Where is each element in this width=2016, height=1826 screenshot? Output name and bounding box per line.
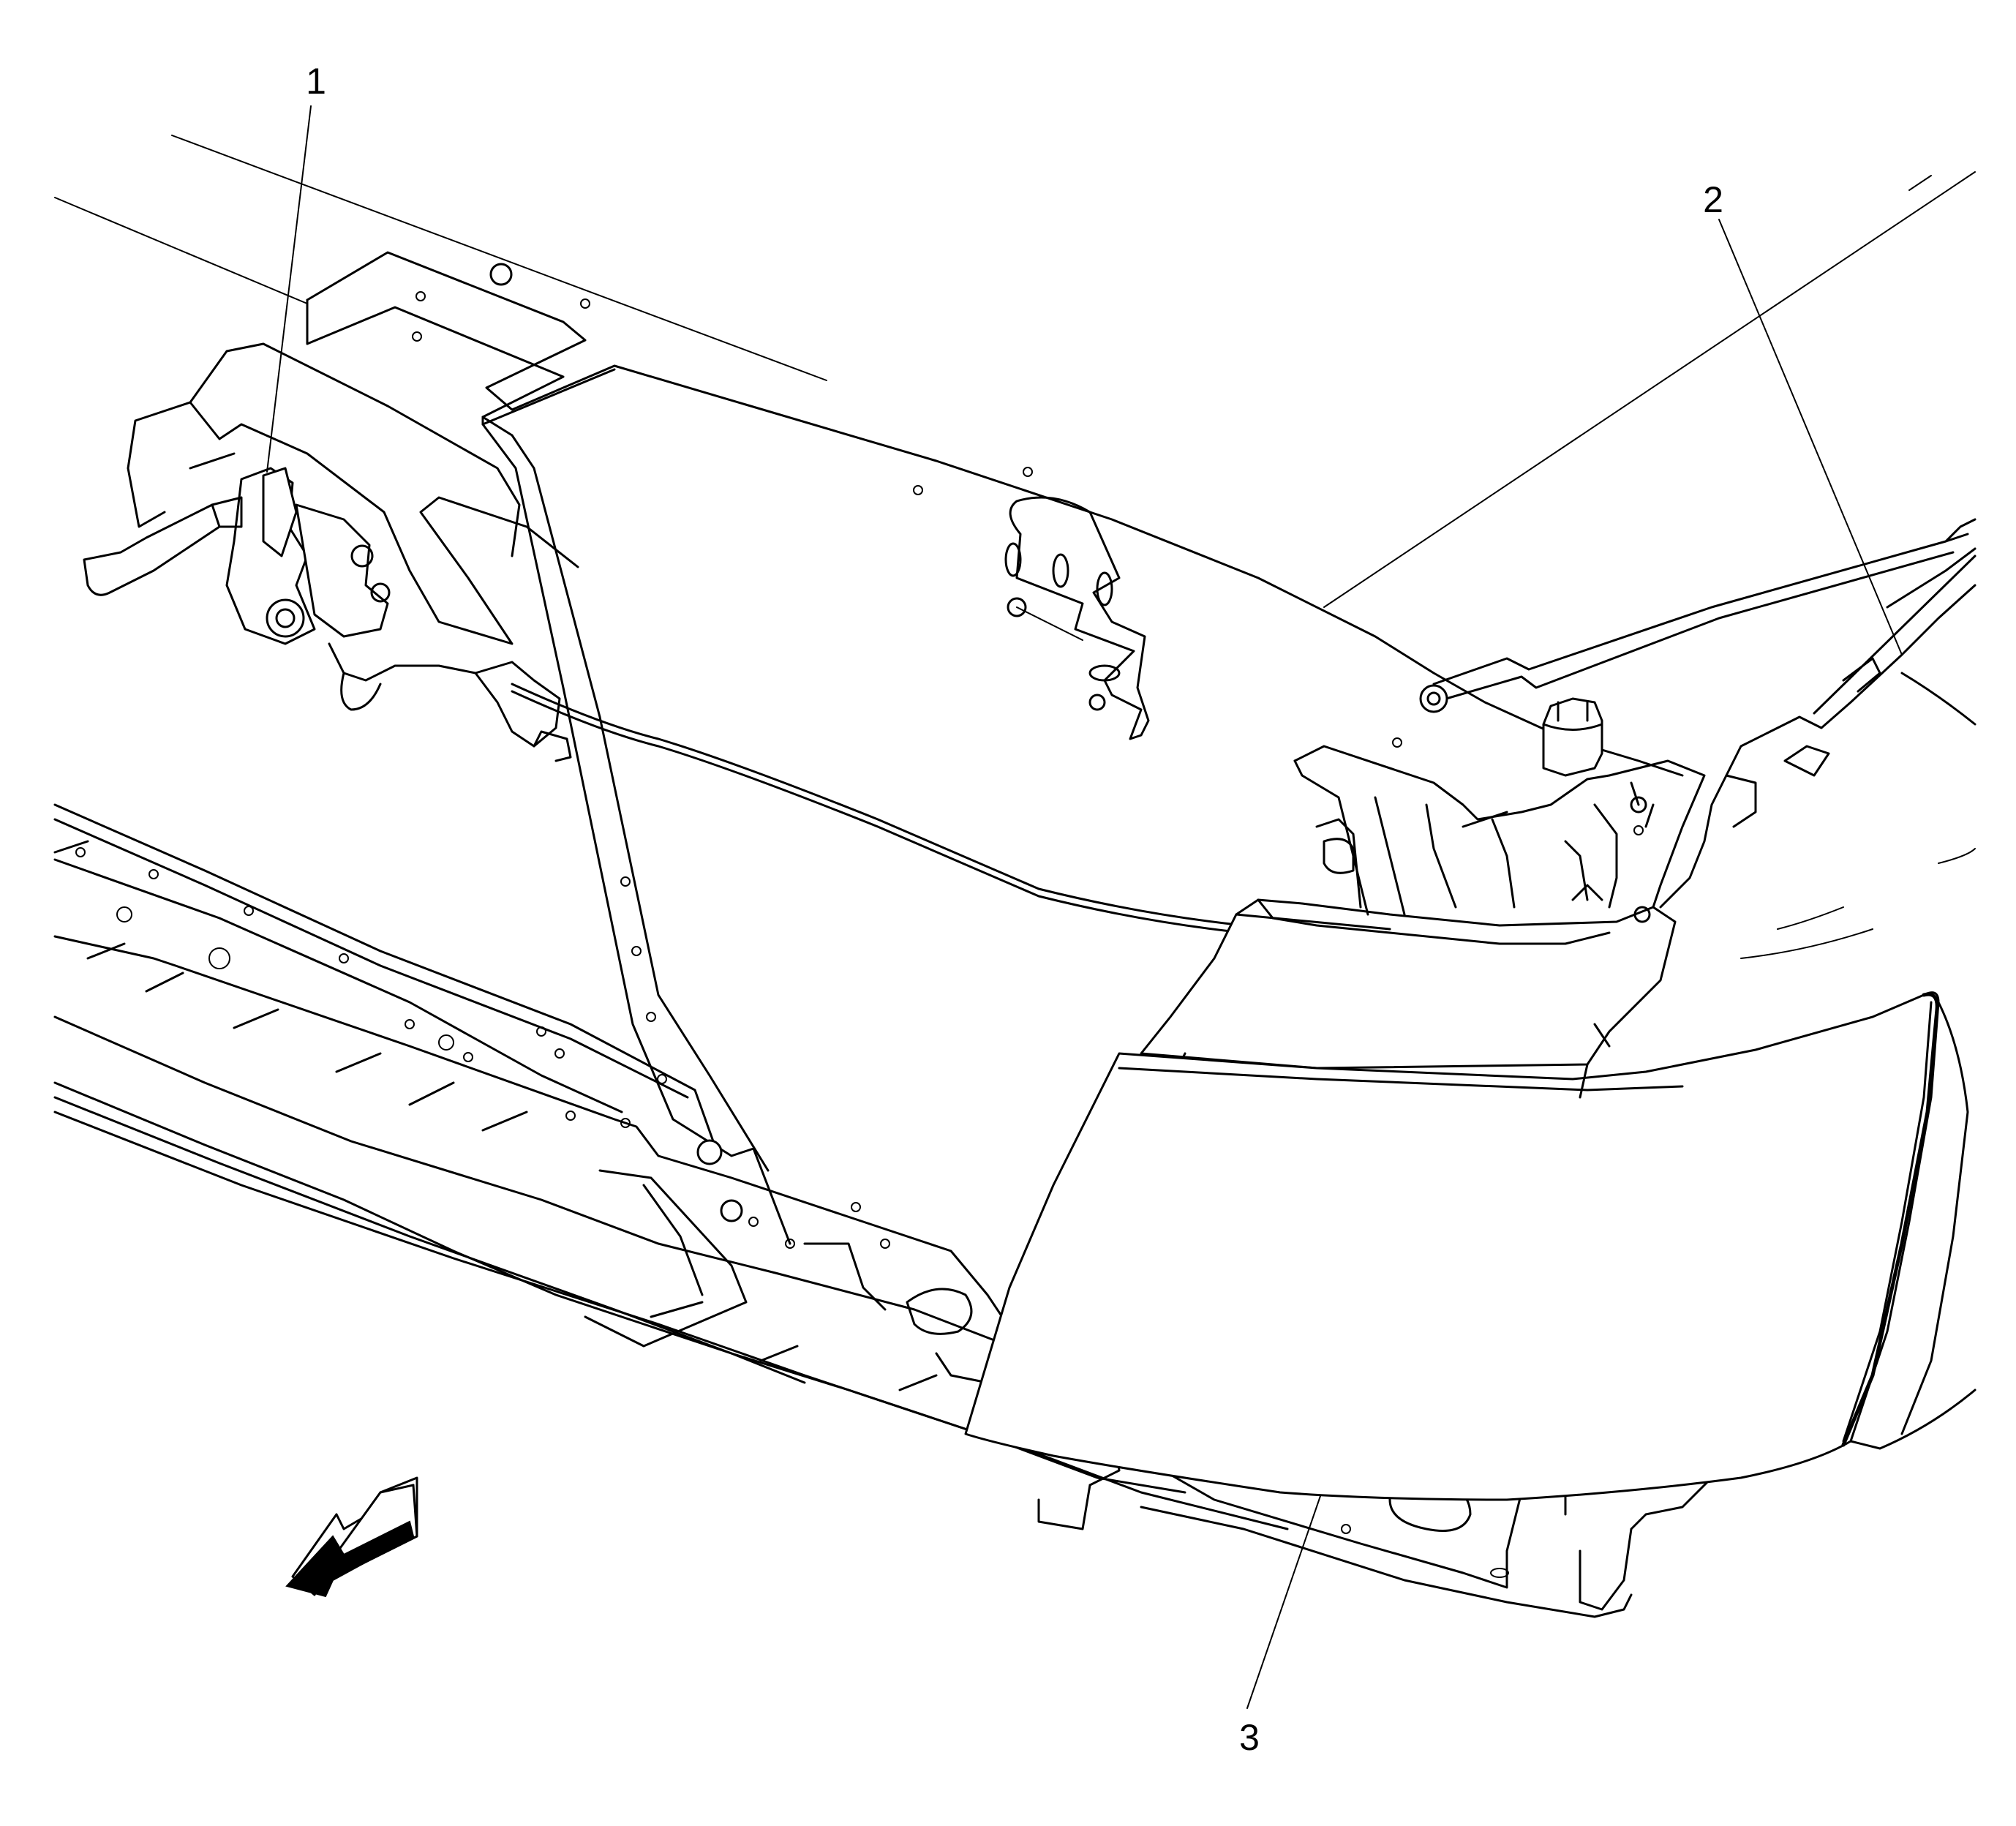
fascia-right <box>1419 518 1976 1450</box>
headlamp-assembly <box>964 898 1940 1501</box>
latch-harness <box>474 661 1245 934</box>
callout-1: 1 <box>306 61 326 102</box>
hood-latch-assembly <box>83 342 579 711</box>
callout-2: 2 <box>1703 179 1723 220</box>
callout-2-leader <box>1718 219 1903 655</box>
radiator-support-upper <box>306 251 1684 835</box>
callout-leaders <box>266 105 1903 1709</box>
engine-compartment <box>1293 697 1706 923</box>
latch-center-bracket <box>1004 496 1150 740</box>
callout-3-leader <box>1246 1495 1321 1709</box>
radiator-support-post <box>481 423 791 1245</box>
callout-3: 3 <box>1239 1717 1260 1758</box>
hood-outline <box>54 135 1976 608</box>
callout-1-leader <box>266 105 312 473</box>
front-direction-arrow-icon <box>285 1476 418 1598</box>
